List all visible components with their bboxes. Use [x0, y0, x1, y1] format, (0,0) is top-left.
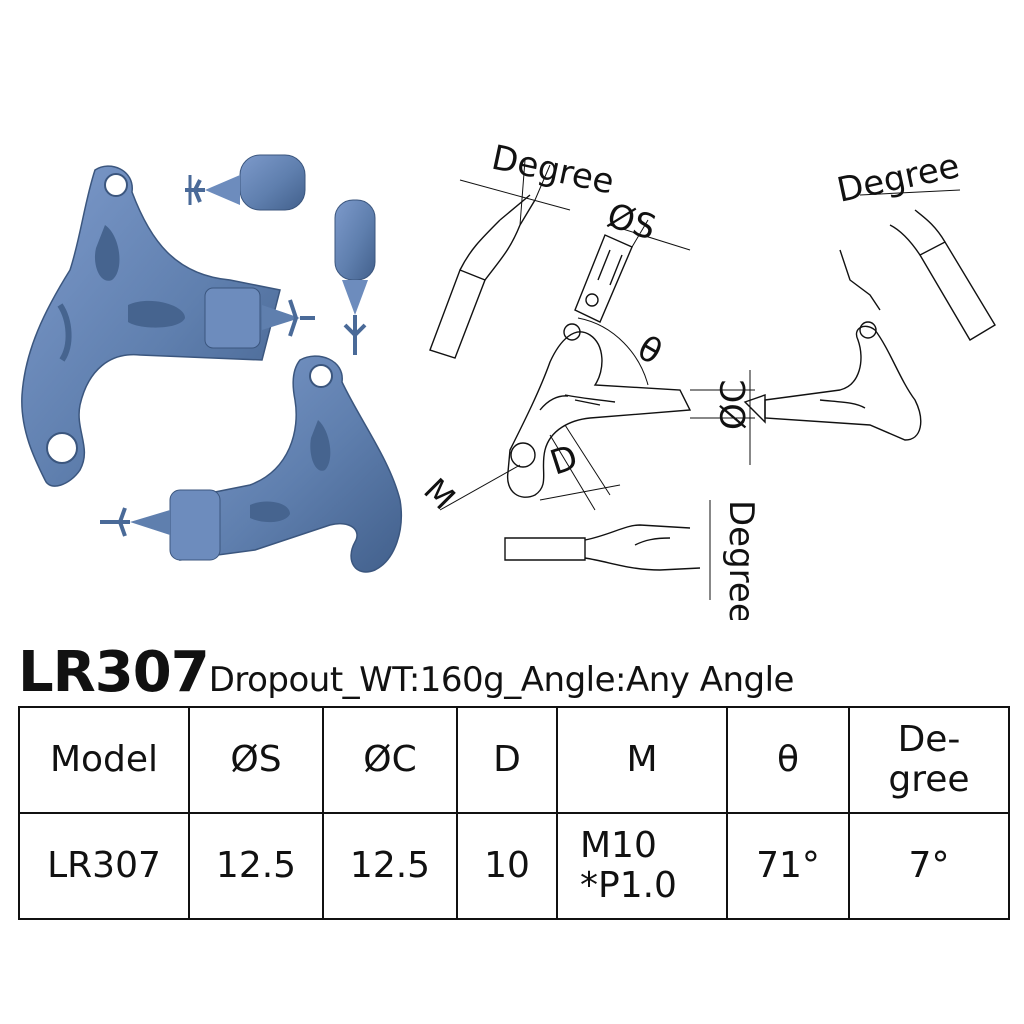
header-model: Model [18, 706, 190, 814]
cell-m: M10 *P1.0 [556, 812, 728, 920]
cell-diameter-s: 12.5 [188, 812, 324, 920]
cell-model: LR307 [18, 812, 190, 920]
dropout-part-left [21, 165, 315, 487]
label-m: M [416, 471, 462, 517]
cell-degree: 7° [848, 812, 1010, 920]
header-theta: θ [726, 706, 850, 814]
dropout-part-right [100, 355, 402, 573]
cell-theta: 71° [726, 812, 850, 920]
header-m: M [556, 706, 728, 814]
header-diameter-s: ØS [188, 706, 324, 814]
label-theta: θ [631, 328, 669, 373]
table-row: LR307 12.5 12.5 10 M10 *P1.0 71° 7° [18, 812, 1010, 920]
label-degree-right: Degree [834, 146, 963, 211]
header-diameter-c: ØC [322, 706, 458, 814]
cell-d: 10 [456, 812, 558, 920]
label-degree-bottom: Degree [721, 500, 761, 620]
insert-part-vertical [334, 199, 376, 355]
table-header-row: Model ØS ØC D M θ De- gree [18, 706, 1010, 814]
drawing-insert-top [574, 234, 633, 323]
spec-table: Model ØS ØC D M θ De- gree LR307 12.5 12… [18, 706, 1010, 920]
drawing-tube-bottom [504, 524, 701, 571]
label-diameter-c: ØC [714, 379, 754, 430]
label-diameter-s: ØS [602, 196, 660, 249]
technical-drawing: Degree ØS Degree θ ØC M D Degree [416, 138, 996, 620]
cell-diameter-c: 12.5 [322, 812, 458, 920]
header-d: D [456, 706, 558, 814]
model-code: LR307 [18, 640, 210, 705]
drawing-dropout-main [506, 323, 692, 498]
page-title: LR307Dropout_WT:160g_Angle:Any Angle [18, 640, 795, 705]
dimension-lines [439, 159, 961, 600]
drawing-tube-right [839, 209, 996, 341]
drawing-tube-top-left [429, 194, 536, 359]
header-degree: De- gree [848, 706, 1010, 814]
product-photo [21, 154, 402, 573]
drawing-dropout-right [743, 321, 922, 441]
insert-part-top [185, 154, 306, 211]
title-subtitle: Dropout_WT:160g_Angle:Any Angle [208, 660, 795, 700]
